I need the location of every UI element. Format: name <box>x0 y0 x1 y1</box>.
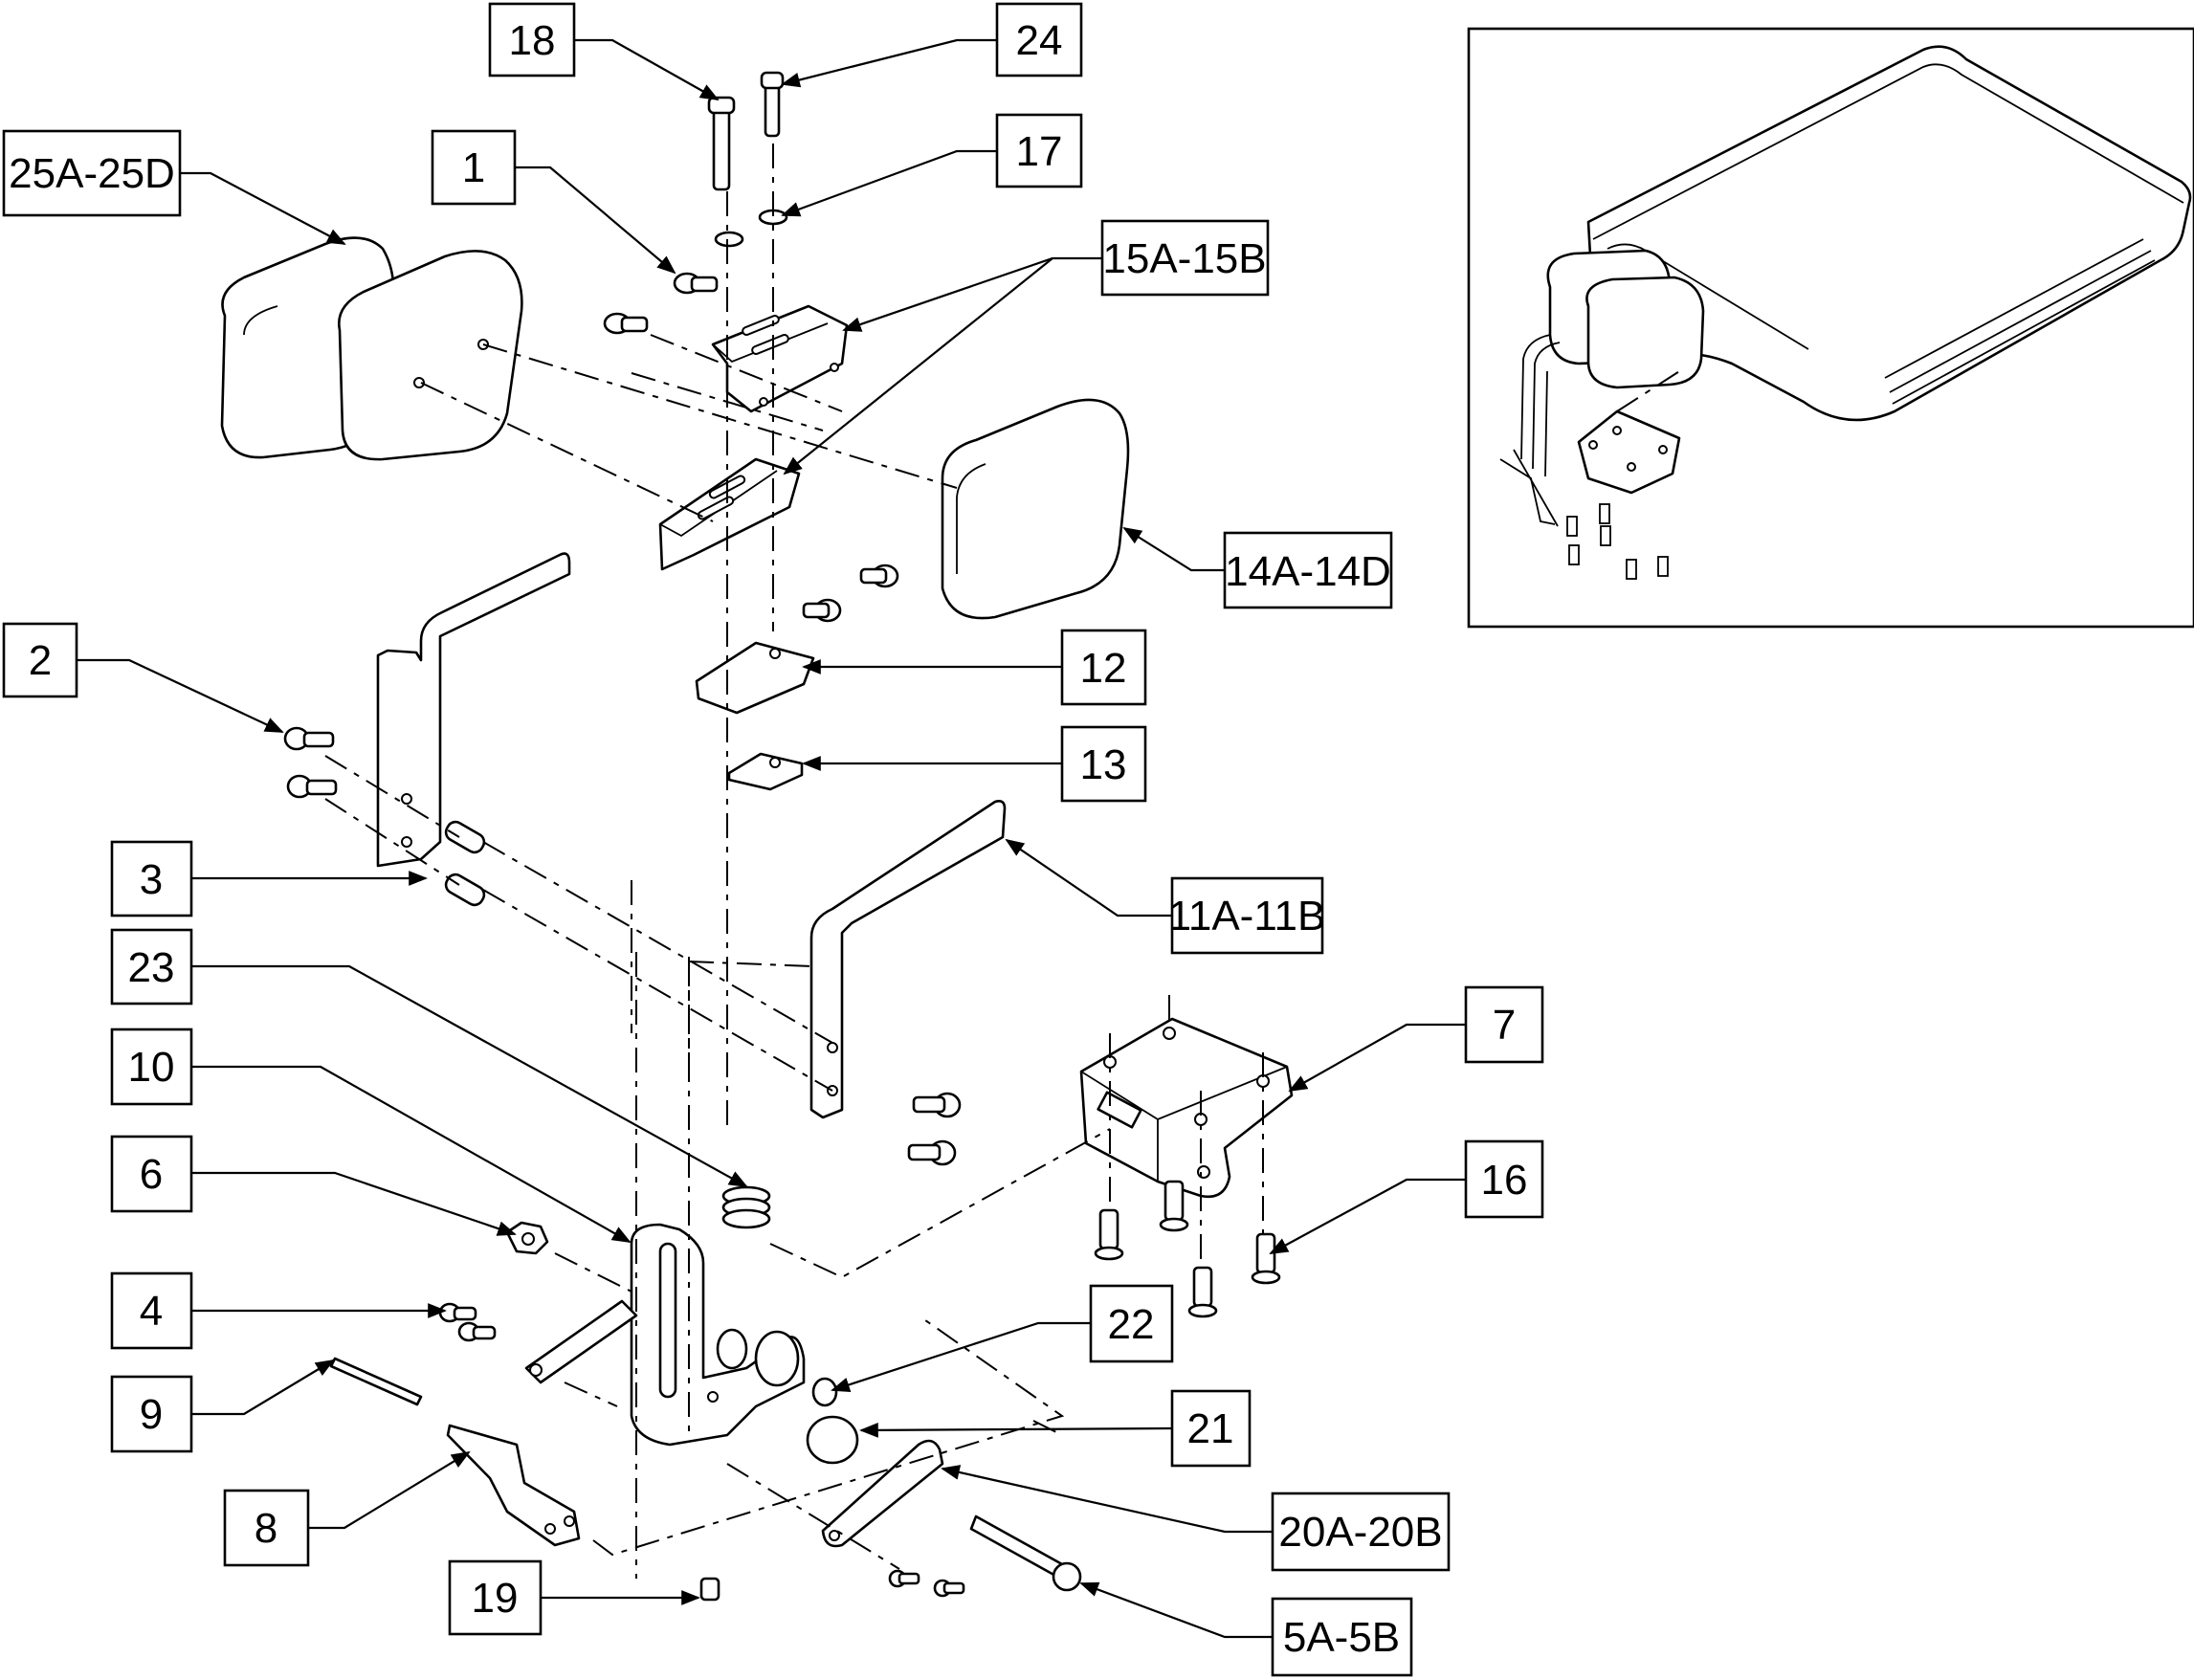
callout-6: 6 <box>110 1135 193 1213</box>
callout-17: 17 <box>995 113 1083 188</box>
callout-12: 12 <box>1060 629 1147 706</box>
callout-18-label: 18 <box>509 17 556 64</box>
top-bolts <box>707 71 788 248</box>
callout-6-label: 6 <box>140 1151 163 1198</box>
latch-assembly <box>329 952 1111 1602</box>
callout-2: 2 <box>2 622 78 698</box>
callout-11A-11B: 11A-11B <box>1168 876 1326 955</box>
callout-17-label: 17 <box>1016 128 1063 175</box>
callout-11A-11B-label: 11A-11B <box>1168 893 1326 939</box>
callout-3: 3 <box>110 840 193 917</box>
clamp-nut <box>727 752 804 791</box>
callout-3-label: 3 <box>140 856 163 903</box>
arm-pad-large <box>941 398 1130 620</box>
callout-1: 1 <box>431 129 517 206</box>
callout-12-label: 12 <box>1080 645 1127 692</box>
callout-15A-15B-label: 15A-15B <box>1102 235 1266 282</box>
callout-21: 21 <box>1170 1389 1252 1468</box>
callout-18: 18 <box>488 2 576 77</box>
callout-20A-20B-label: 20A-20B <box>1278 1509 1442 1556</box>
screws-16 <box>1094 1180 1281 1318</box>
callout-5A-5B-label: 5A-5B <box>1283 1614 1400 1661</box>
callout-22-label: 22 <box>1108 1301 1155 1348</box>
callout-14A-14D-label: 14A-14D <box>1225 548 1391 595</box>
upright-left <box>376 552 571 868</box>
callout-14A-14D: 14A-14D <box>1223 531 1393 609</box>
callout-5A-5B: 5A-5B <box>1271 1597 1413 1677</box>
spring <box>721 1185 771 1229</box>
callout-21-label: 21 <box>1187 1405 1234 1452</box>
release-lever <box>446 1424 581 1547</box>
callout-16-label: 16 <box>1481 1157 1528 1204</box>
callout-24: 24 <box>995 2 1083 77</box>
upper-bracket <box>711 304 849 413</box>
mount-block <box>1079 995 1294 1318</box>
callout-1-label: 1 <box>462 144 485 191</box>
callout-19-label: 19 <box>472 1575 519 1622</box>
callout-13: 13 <box>1060 725 1147 803</box>
callout-13-label: 13 <box>1080 741 1127 788</box>
arm-uprights <box>283 552 1007 1166</box>
upright-right <box>809 800 1007 1119</box>
callout-7-label: 7 <box>1493 1002 1516 1049</box>
pad-screws <box>603 272 899 623</box>
screws-2 <box>283 726 962 1166</box>
assembled-inset-view <box>1467 27 2194 629</box>
lower-bracket <box>658 457 801 571</box>
callout-8-label: 8 <box>255 1505 277 1552</box>
callout-4-label: 4 <box>140 1288 163 1335</box>
callout-9-label: 9 <box>140 1391 163 1438</box>
callout-23: 23 <box>110 928 193 1006</box>
callout-19: 19 <box>448 1559 543 1636</box>
callout-16: 16 <box>1464 1139 1544 1219</box>
callout-9: 9 <box>110 1375 193 1453</box>
callout-23-label: 23 <box>128 944 175 991</box>
callout-10: 10 <box>110 1028 193 1106</box>
callout-25A-25D: 25A-25D <box>2 129 182 217</box>
callout-8: 8 <box>223 1489 310 1567</box>
leader-lines <box>77 38 1466 1639</box>
arm-pad-front <box>337 250 523 461</box>
callout-25A-25D-label: 25A-25D <box>9 150 175 197</box>
callout-15A-15B: 15A-15B <box>1100 219 1270 297</box>
callout-4: 4 <box>110 1271 193 1350</box>
callout-20A-20B: 20A-20B <box>1271 1492 1451 1572</box>
callout-7: 7 <box>1464 985 1544 1064</box>
arm-pad-assembly <box>220 71 1130 1129</box>
clamp-plate <box>695 641 815 715</box>
callout-24-label: 24 <box>1016 17 1063 64</box>
callout-10-label: 10 <box>128 1044 175 1091</box>
callout-22: 22 <box>1089 1284 1174 1363</box>
callout-2-label: 2 <box>29 637 52 684</box>
